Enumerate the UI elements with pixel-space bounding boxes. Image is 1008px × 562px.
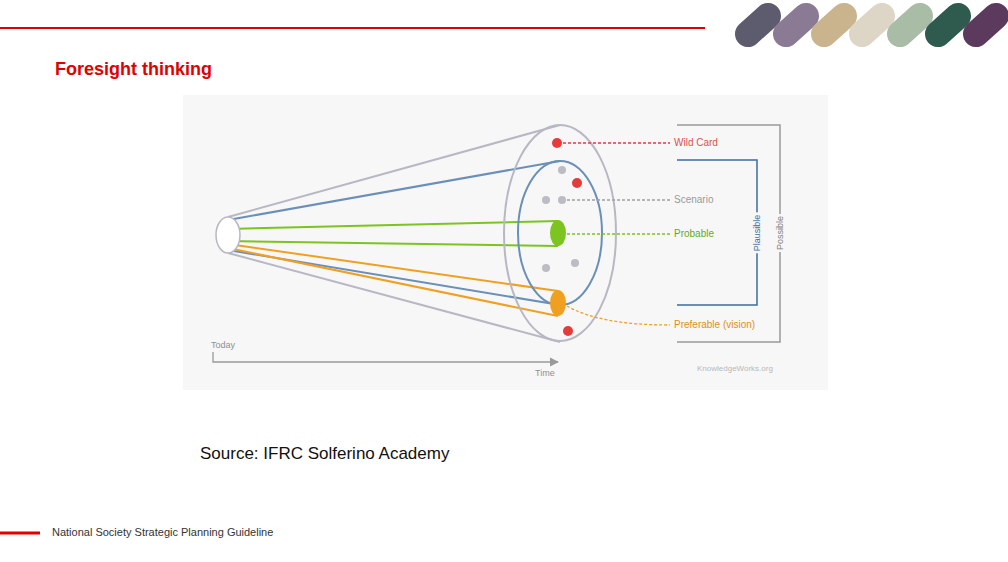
leader-lines (563, 143, 670, 325)
possible-label: Possible (775, 214, 785, 252)
preferable-label: Preferable (vision) (674, 319, 755, 331)
time-label: Time (535, 368, 555, 378)
source-watermark: KnowledgeWorks.org (697, 364, 773, 373)
decorative-pills (748, 16, 996, 34)
image-ground (183, 95, 828, 390)
wild-card-label: Wild Card (674, 137, 718, 149)
today-label: Today (211, 340, 235, 350)
probable-label: Probable (674, 228, 714, 240)
cone (216, 125, 616, 342)
footer-text: National Society Strategic Planning Guid… (52, 526, 273, 539)
header-rule (0, 27, 705, 29)
slide-title: Foresight thinking (55, 59, 212, 80)
scenario-label: Scenario (674, 194, 713, 206)
plausible-label: Plausible (752, 213, 762, 254)
footer-rule (0, 532, 40, 535)
source-caption: Source: IFRC Solferino Academy (200, 444, 449, 464)
time-axis (213, 352, 558, 362)
